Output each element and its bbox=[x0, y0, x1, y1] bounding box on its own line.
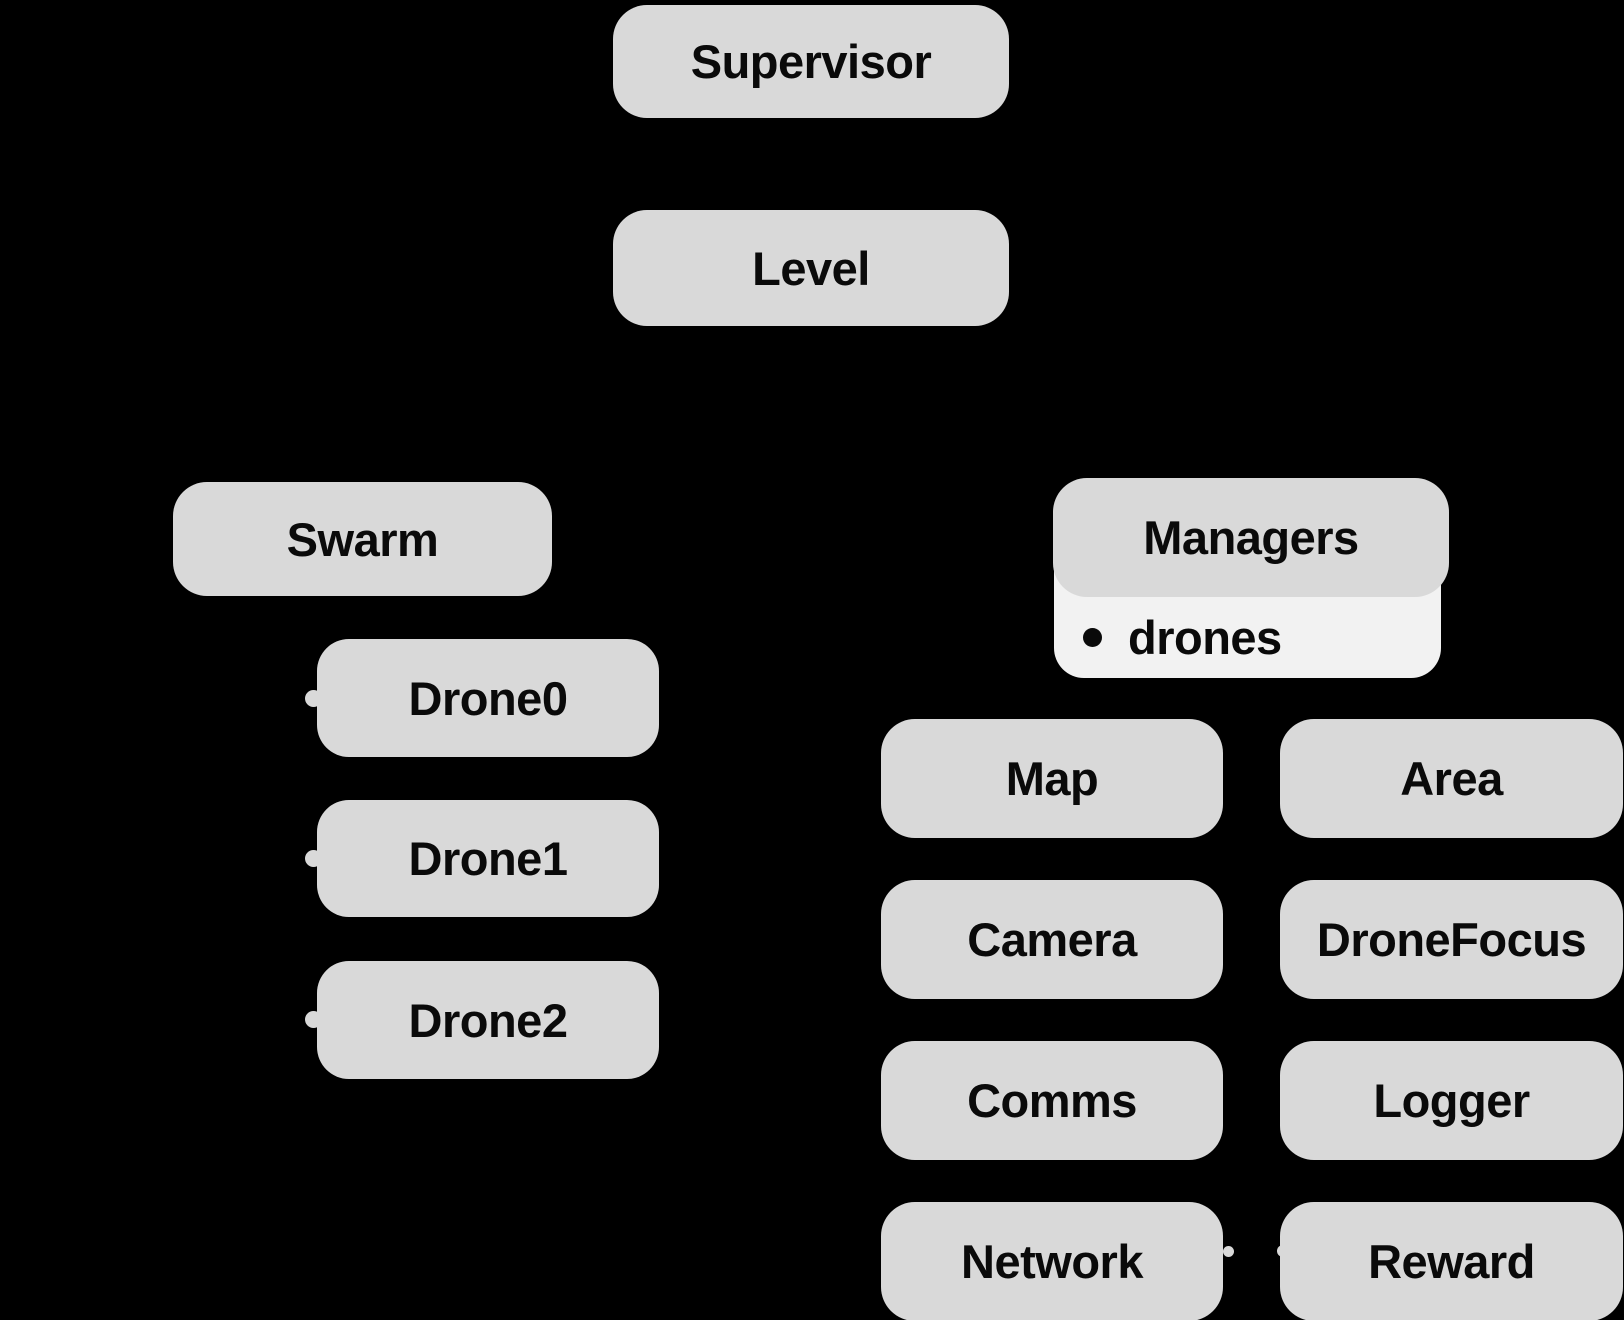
node-reward: Reward bbox=[1280, 1202, 1623, 1320]
node-dronefocus-label: DroneFocus bbox=[1316, 913, 1587, 966]
node-comms: Comms bbox=[881, 1041, 1223, 1160]
node-reward-label: Reward bbox=[1368, 1235, 1535, 1288]
node-camera-label: Camera bbox=[967, 913, 1137, 966]
edge-connector-dot-network bbox=[1223, 1246, 1234, 1257]
bullet-icon bbox=[1083, 627, 1102, 647]
node-drone2-label: Drone2 bbox=[408, 993, 568, 1047]
node-level-label: Level bbox=[752, 241, 870, 295]
node-area: Area bbox=[1280, 719, 1623, 838]
node-drone1: Drone1 bbox=[317, 800, 659, 917]
node-supervisor: Supervisor bbox=[613, 5, 1009, 118]
node-drone1-label: Drone1 bbox=[408, 832, 568, 885]
node-drone2: Drone2 bbox=[317, 961, 659, 1079]
node-managers-label: Managers bbox=[1143, 511, 1359, 564]
node-logger-label: Logger bbox=[1373, 1074, 1530, 1127]
managers-item-label: drones bbox=[1128, 610, 1282, 664]
node-drone0-label: Drone0 bbox=[408, 671, 568, 725]
node-logger: Logger bbox=[1280, 1041, 1623, 1160]
node-camera: Camera bbox=[881, 880, 1223, 999]
node-map-label: Map bbox=[1005, 752, 1099, 805]
node-area-label: Area bbox=[1400, 752, 1503, 805]
node-map: Map bbox=[881, 719, 1223, 838]
node-managers: Managers bbox=[1053, 478, 1449, 597]
node-drone0: Drone0 bbox=[317, 639, 659, 757]
node-swarm-label: Swarm bbox=[286, 512, 439, 566]
managers-list-item-drones: drones bbox=[1083, 599, 1282, 675]
node-dronefocus: DroneFocus bbox=[1280, 880, 1623, 999]
node-supervisor-label: Supervisor bbox=[690, 35, 932, 88]
node-network: Network bbox=[881, 1202, 1223, 1320]
node-comms-label: Comms bbox=[967, 1074, 1137, 1127]
node-level: Level bbox=[613, 210, 1009, 326]
node-network-label: Network bbox=[961, 1235, 1143, 1288]
node-swarm: Swarm bbox=[173, 482, 552, 596]
